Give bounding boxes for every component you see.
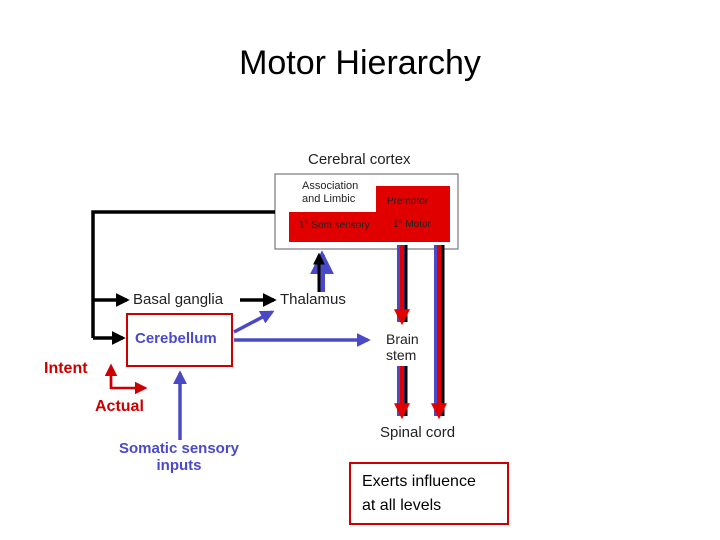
- arrow-cerebellum-to-thalamus: [233, 310, 275, 334]
- legend-intent: Intent: [44, 360, 88, 377]
- cerebellum-box: [126, 313, 233, 367]
- cerebellum-label: Cerebellum: [135, 330, 217, 347]
- note-text-2: at all levels: [362, 497, 442, 514]
- som-sensory-label: 1° Som sensory: [299, 220, 370, 231]
- note-box: [349, 462, 509, 525]
- slide-title: Motor Hierarchy: [239, 44, 481, 82]
- somatic-inputs-label-2: inputs: [156, 457, 202, 474]
- premotor-label: Premotor: [387, 196, 429, 207]
- cerebral-cortex-label: Cerebral cortex: [308, 151, 411, 168]
- som-sensory-box: [289, 212, 388, 242]
- premotor-box: [376, 186, 450, 242]
- cortex-to-subcortex-line: [91, 210, 275, 338]
- thalamus-label: Thalamus: [280, 291, 346, 308]
- motor-label: 1° Motor: [393, 219, 431, 230]
- somatic-inputs-label-1: Somatic sensory: [118, 440, 240, 457]
- association-limbic-label-1: Association: [302, 180, 359, 192]
- brain-stem-label-1: Brain: [386, 331, 419, 347]
- brain-stem-label-2: stem: [386, 347, 417, 363]
- legend-actual: Actual: [95, 398, 144, 415]
- association-limbic-label-2: and Limbic: [302, 193, 356, 205]
- spinal-cord-label: Spinal cord: [380, 424, 456, 441]
- note-text-1: Exerts influence: [362, 473, 476, 490]
- legend-arrow: [109, 372, 148, 395]
- basal-ganglia-label: Basal ganglia: [133, 291, 224, 308]
